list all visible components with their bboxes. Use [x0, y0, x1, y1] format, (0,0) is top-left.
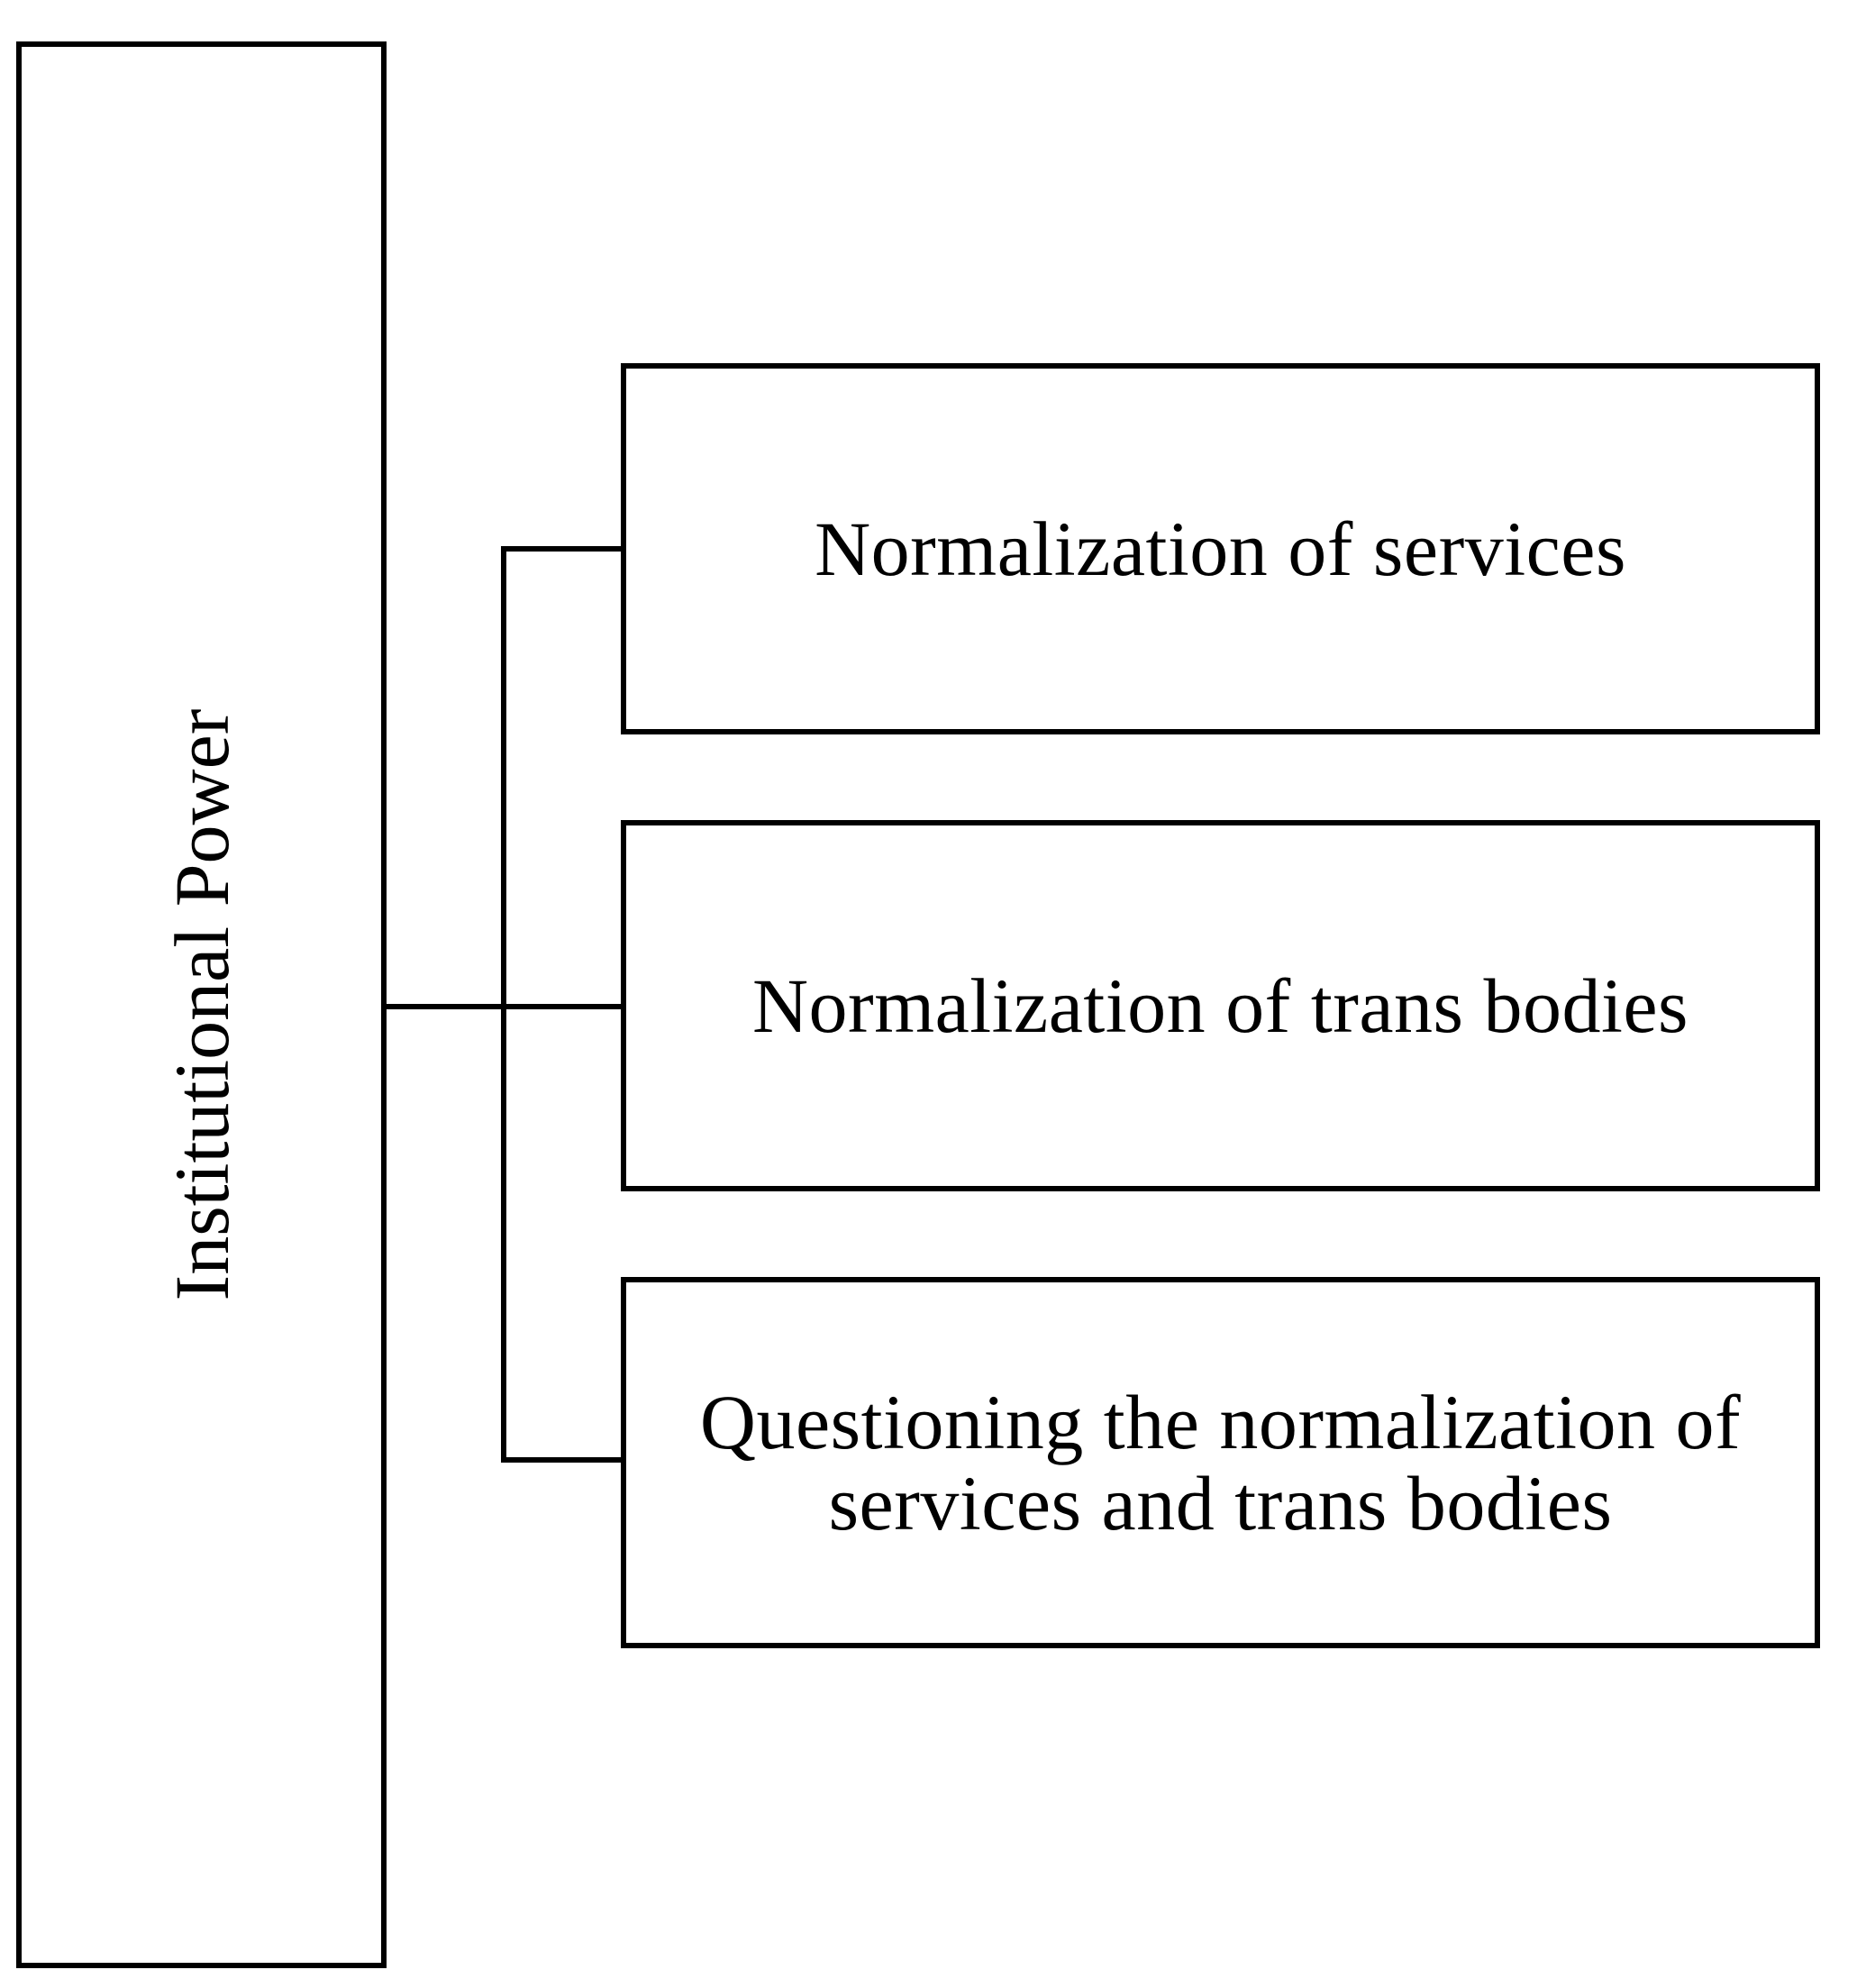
child-node-label: Questioning the normalization of service…	[699, 1378, 1742, 1546]
child-node-questioning-normalization: Questioning the normalization of service…	[621, 1277, 1820, 1648]
child-node-normalization-of-trans-bodies: Normalization of trans bodies	[621, 820, 1820, 1191]
root-node-label: Institutional Power	[158, 708, 245, 1301]
child-node-normalization-of-services: Normalization of services	[621, 363, 1820, 734]
child-node-label: Normalization of services	[815, 505, 1626, 592]
child-node-label: Normalization of trans bodies	[751, 962, 1689, 1049]
root-node-institutional-power: Institutional Power	[16, 41, 387, 1968]
